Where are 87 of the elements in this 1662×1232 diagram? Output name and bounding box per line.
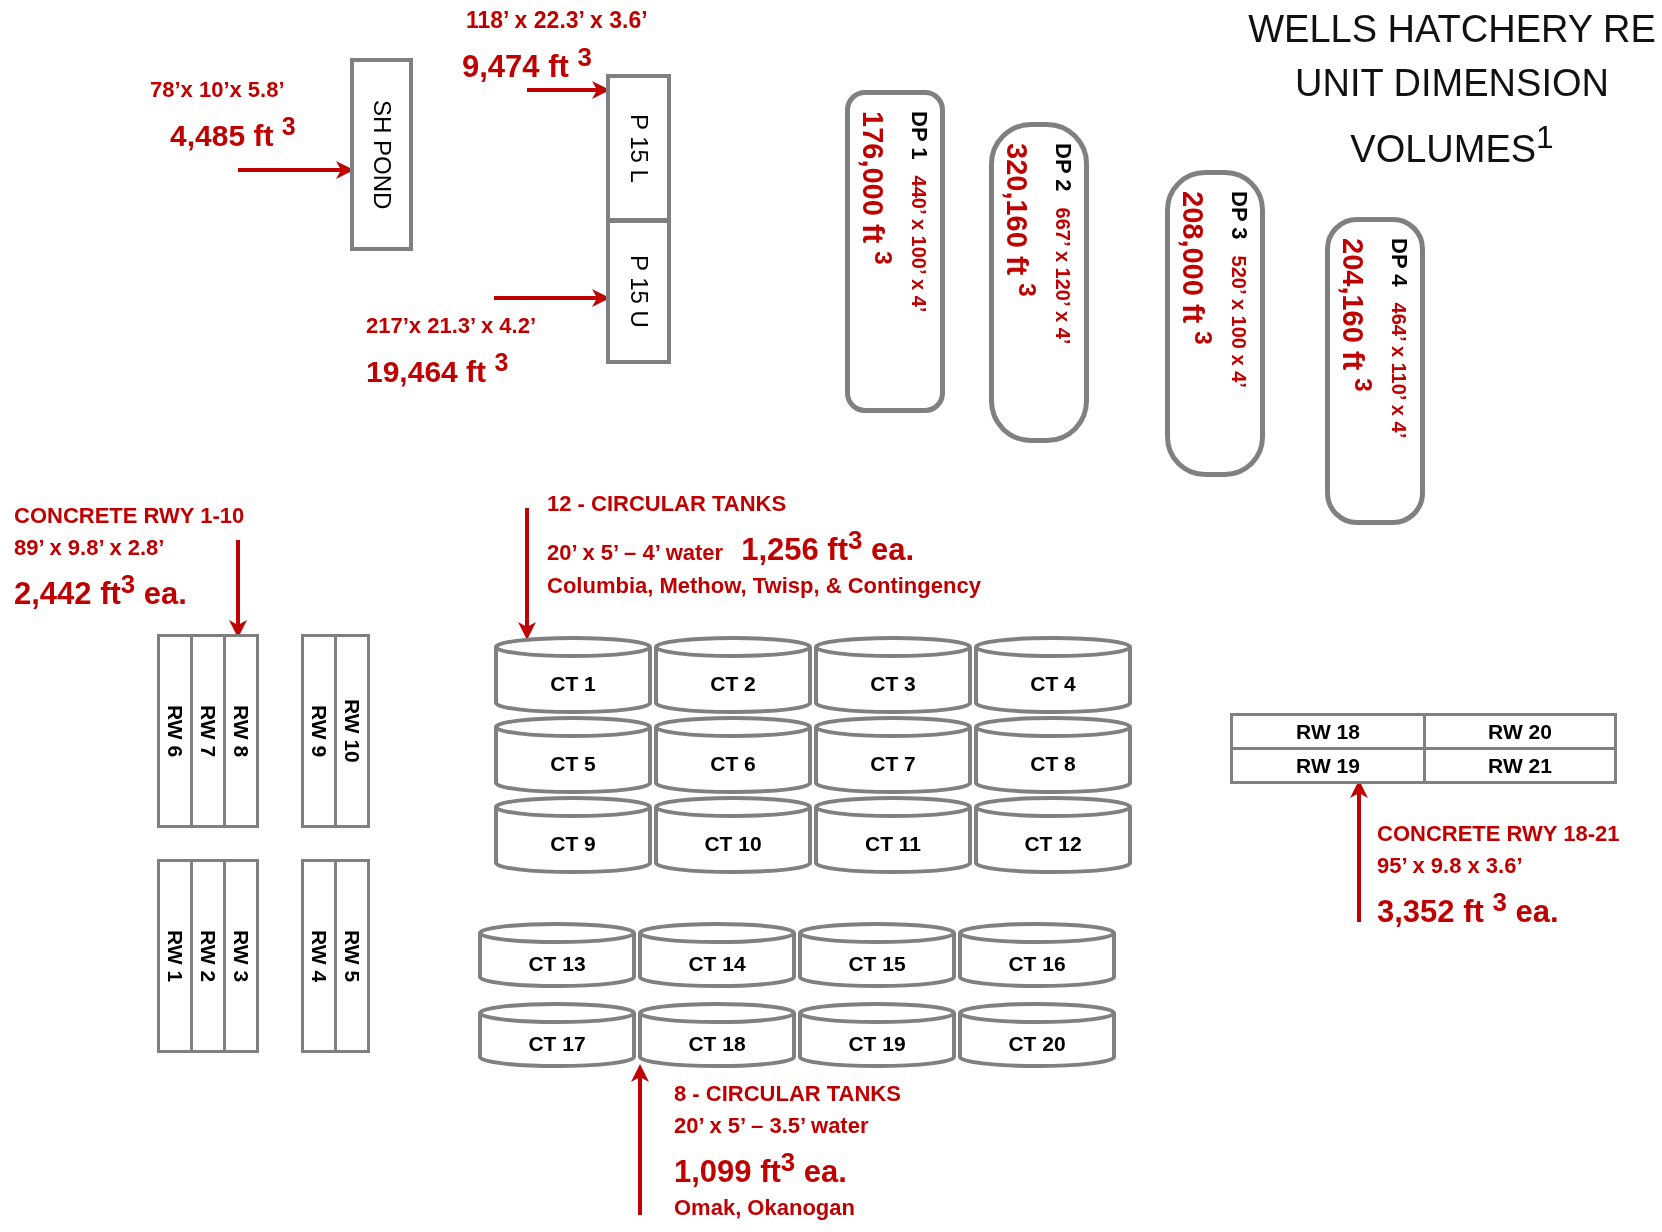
location-note: Columbia, Methow, Twisp, & Contingency [547,572,982,601]
dimension-text: 89’ x 9.8’ x 2.8’ [14,534,166,562]
raceway-box [190,634,226,828]
unit-label: CT 11 [865,832,921,856]
unit-label: RW 9 [307,704,331,758]
unit-label: CT 6 [710,752,756,776]
volume-text: 19,464 ft $^{3}$ [366,347,510,390]
leader-arrow [518,508,536,640]
raceway-box [1423,747,1617,784]
unit-label: CT 8 [1030,752,1076,776]
raceway-box [157,859,193,1053]
unit-label: CT 2 [710,672,756,696]
unit-label: RW 2 [196,929,220,983]
unit-label: CT 17 [528,1032,586,1056]
unit-label: DP 1 [906,111,934,160]
unit-label: RW 18 [1296,719,1360,744]
unit-label: CT 4 [1030,672,1076,696]
dimension-text: 440’ x 100’ x 4’ [908,175,931,313]
leader-arrow [631,1064,649,1215]
unit-label: CT 15 [848,952,906,976]
unit-label: RW 6 [163,704,187,758]
raceway-box [301,634,337,828]
unit-heading: CONCRETE RWY 18-21 [1377,820,1621,848]
dimension-text: 95’ x 9.8 x 3.6’ [1377,852,1524,880]
dimension-text: 20’ x 5’ – 4’ water [547,539,724,568]
raceway-box [157,634,193,828]
dimension-text: 217’x 21.3’ x 4.2’ [366,312,538,340]
volume-text: 1,256 ft$^{3}$ ea. [741,525,915,570]
dimension-text: 464’ x 110’ x 4’ [1388,302,1411,439]
dimension-text: 118’ x 22.3’ x 3.6’ [466,6,649,35]
unit-label: RW 1 [163,929,187,983]
unit-label: RW 10 [340,699,364,763]
raceway-box [223,859,259,1053]
pond-box [350,58,413,251]
volume-text: 4,485 ft $^{3}$ [170,111,297,154]
unit-label: DP 4 [1386,238,1414,287]
unit-heading: 12 - CIRCULAR TANKS [547,490,788,518]
unit-label: RW 4 [307,929,331,983]
dimension-text: 520’ x 100 x 4’ [1228,255,1251,388]
diagram-title: WELLS HATCHERY RE UNIT DIMENSION VOLUMES$^{1}$ [1247,7,1657,172]
pond-box [606,74,671,222]
unit-label: RW 19 [1296,753,1360,778]
raceway-box [334,634,370,828]
pond-outline [989,122,1089,443]
raceway-box [190,859,226,1053]
unit-label: CT 18 [688,1032,746,1056]
unit-label: P 15 U [624,255,653,328]
raceway-box [223,634,259,828]
unit-label: RW 20 [1488,719,1552,744]
unit-heading: CONCRETE RWY 1-10 [14,502,246,530]
unit-label: SH POND [367,99,396,210]
dimension-text: 667’ x 120’ x 4’ [1052,207,1075,345]
unit-label: RW 3 [229,929,253,983]
unit-label: P 15 L [624,113,653,183]
dimension-text: 20’ x 5’ – 3.5’ water [674,1112,870,1140]
unit-label: DP 2 [1050,143,1078,192]
unit-label: CT 1 [550,672,596,696]
unit-label: CT 10 [704,832,762,856]
pond-outline [1325,217,1425,525]
unit-label: CT 14 [688,952,746,976]
pond-outline [845,90,945,413]
unit-label: CT 5 [550,752,596,776]
raceway-box [301,859,337,1053]
volume-text: 1,099 ft$^{3}$ ea. [674,1147,848,1192]
location-note: Omak, Okanogan [674,1194,856,1223]
unit-label: RW 7 [196,704,220,758]
unit-label: DP 3 [1226,191,1254,240]
dimension-text: 78’x 10’x 5.8’ [150,76,286,104]
volume-text: 9,474 ft $^{3}$ [462,42,593,87]
unit-label: CT 19 [848,1032,906,1056]
unit-label: CT 9 [550,832,596,856]
pond-outline [1165,170,1265,477]
unit-label: RW 8 [229,704,253,758]
unit-label: CT 3 [870,672,916,696]
unit-label: CT 7 [870,752,916,776]
raceway-box [334,859,370,1053]
unit-label: CT 12 [1024,832,1082,856]
unit-heading: 8 - CIRCULAR TANKS [674,1080,902,1108]
pond-box [606,219,671,364]
raceway-box [1230,747,1426,784]
unit-label: CT 20 [1008,1032,1066,1056]
unit-label: CT 16 [1008,952,1066,976]
unit-label: RW 21 [1488,753,1552,778]
volume-text: 3,352 ft $^{3}$ ea. [1377,887,1560,932]
volume-text: 2,442 ft$^{3}$ ea. [14,569,188,614]
unit-label: CT 13 [528,952,586,976]
unit-label: RW 5 [340,929,364,983]
